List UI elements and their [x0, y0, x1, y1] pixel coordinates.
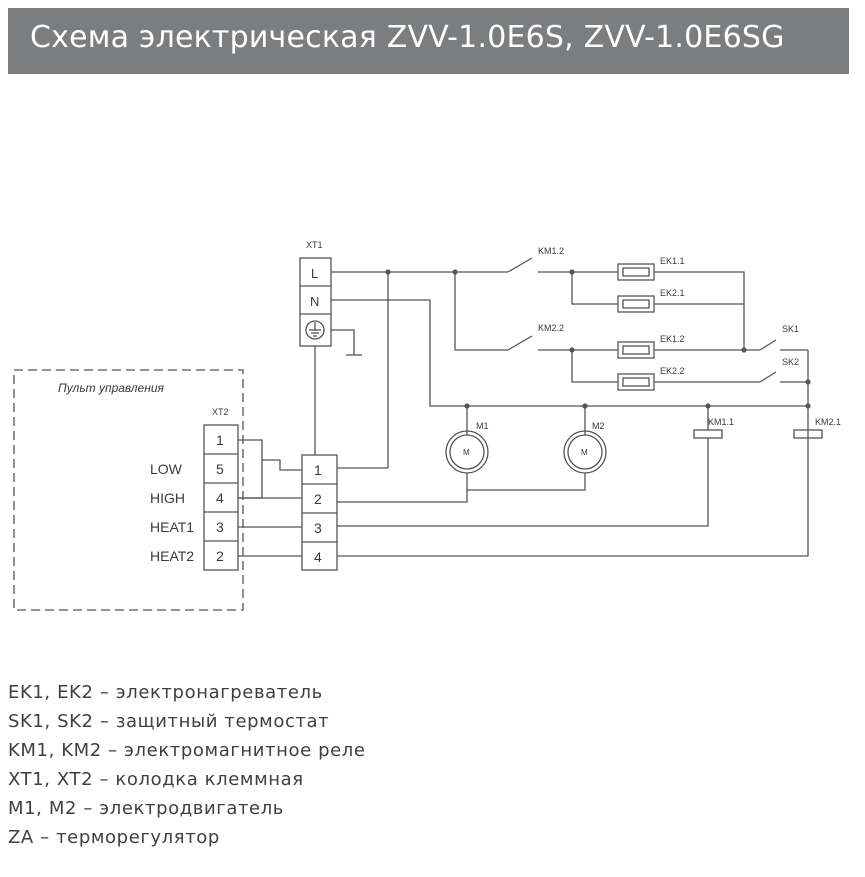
- thermostat-sk2-label: SK2: [782, 357, 799, 367]
- motor-m1-label: M1: [476, 421, 489, 431]
- heater-ek2-2-label: EK2.2: [660, 366, 685, 376]
- thermostat-sk1-label: SK1: [782, 324, 799, 334]
- xt1-terminal-3: 3: [314, 520, 322, 536]
- xt2-terminal-1: 1: [216, 432, 224, 448]
- contact-km2-2-label: KM2.2: [538, 323, 564, 333]
- xt1-terminal-l: L: [311, 266, 318, 281]
- legend-item: XT1, XT2 – колодка клеммная: [8, 769, 304, 790]
- legend-item: M1, M2 – электродвигатель: [8, 798, 285, 819]
- xt2-terminal-2: 2: [216, 548, 224, 564]
- motor-m2-label: M2: [592, 421, 605, 431]
- contact-km1-2-label: KM1.2: [538, 246, 564, 256]
- heater-ek1-1-label: EK1.1: [660, 256, 685, 266]
- heater-ek1-2-label: EK1.2: [660, 334, 685, 344]
- xt2-terminal-4: 4: [216, 490, 224, 506]
- legend: EK1, EK2 – электронагреватель SK1, SK2 –…: [8, 678, 608, 852]
- coil-km1-1-label: KM1.1: [708, 417, 734, 427]
- xt1-terminal-1: 1: [314, 462, 322, 478]
- ground-icon: [305, 320, 325, 340]
- heater-ek2-1-label: EK2.1: [660, 288, 685, 298]
- wiring-diagram: Пульт управления XT1 XT2 L N 1 5 4 3 2 L…: [0, 220, 865, 624]
- legend-item: KM1, KM2 – электромагнитное реле: [8, 740, 366, 761]
- control-panel-box: [13, 369, 244, 611]
- motor-m1-symbol: M: [463, 448, 470, 457]
- signal-heat1: HEAT1: [150, 519, 194, 535]
- page-title: Схема электрическая ZVV-1.0E6S, ZVV-1.0E…: [30, 20, 785, 55]
- xt2-label: XT2: [212, 407, 229, 417]
- signal-heat2: HEAT2: [150, 548, 194, 564]
- wiring-diagram-svg: Пульт управления XT1 XT2 L N 1 5 4 3 2 L…: [13, 240, 841, 611]
- coil-km2-1-label: KM2.1: [815, 417, 841, 427]
- coil-km1-1: [693, 429, 723, 439]
- xt2-terminal-3: 3: [216, 519, 224, 535]
- legend-item: ZA – терморегулятор: [8, 827, 220, 848]
- xt1-terminal-n: N: [310, 294, 319, 309]
- control-panel-label: Пульт управления: [58, 381, 165, 395]
- legend-item: SK1, SK2 – защитный термостат: [8, 711, 330, 732]
- xt1-label: XT1: [306, 240, 323, 250]
- xt1-terminal-4: 4: [314, 549, 322, 565]
- signal-low: LOW: [150, 461, 183, 477]
- xt1-terminal-2: 2: [314, 491, 322, 507]
- legend-item: EK1, EK2 – электронагреватель: [8, 682, 323, 703]
- motor-m2-symbol: M: [581, 448, 588, 457]
- title-bar: Схема электрическая ZVV-1.0E6S, ZVV-1.0E…: [8, 8, 849, 74]
- xt2-terminal-5: 5: [216, 461, 224, 477]
- signal-high: HIGH: [150, 490, 185, 506]
